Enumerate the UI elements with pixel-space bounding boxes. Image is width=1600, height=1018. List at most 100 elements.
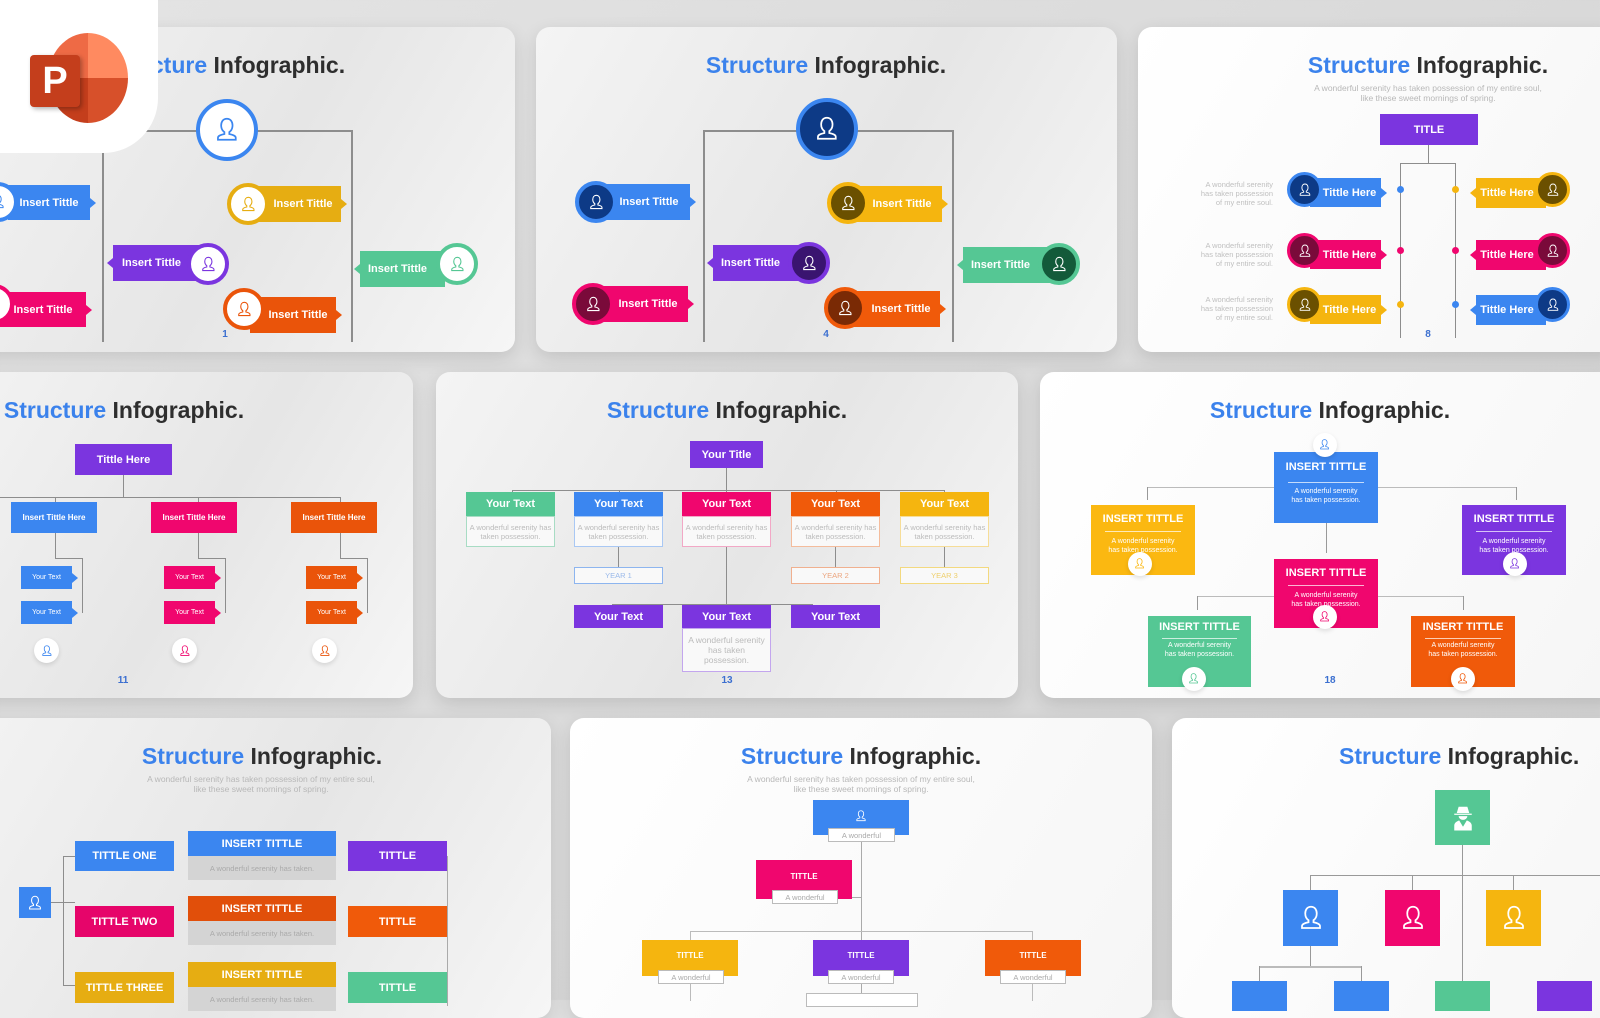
node-green-child: [1435, 981, 1490, 1011]
slide-title: Structure Infographic.: [606, 397, 848, 423]
person-icon: [0, 295, 3, 313]
connector-dot: [1452, 186, 1459, 193]
node-blue-child: [1334, 981, 1389, 1011]
person-icon: [1297, 243, 1313, 259]
spy-icon: [1448, 803, 1478, 833]
connector-line: [1513, 875, 1514, 890]
node-yellow: [1486, 890, 1541, 946]
connector-dot: [1452, 301, 1459, 308]
person-icon: [1545, 243, 1561, 259]
branch-blue: Insert Tittle Here: [11, 502, 97, 533]
node-green: Insert Tittle: [354, 251, 445, 287]
node-purple: Your Text: [791, 605, 880, 628]
node-label: A wonderful: [828, 970, 894, 984]
slide-subtitle: A wonderful serenity has taken possessio…: [747, 774, 975, 794]
node-yellow: Your Text: [900, 492, 989, 516]
sub-item: Your Text: [21, 601, 78, 624]
node-pink: [1385, 890, 1440, 946]
person-icon: [178, 644, 192, 658]
connector-line: [1463, 596, 1464, 610]
person-icon: [812, 114, 842, 144]
person-icon: [1297, 297, 1313, 313]
node-label: A wonderful: [1000, 970, 1066, 984]
connector-line: [618, 547, 619, 567]
mid-description: A wonderful serenity has taken.: [188, 856, 336, 880]
person-icon: [40, 644, 54, 658]
avatar-blue-right: [1535, 287, 1570, 322]
connector-line: [55, 533, 56, 558]
connector-line: [63, 985, 75, 986]
avatar-pink: [572, 283, 614, 325]
connector-line: [123, 475, 124, 497]
person-icon: [839, 194, 858, 213]
avatar-orange: [1451, 667, 1475, 691]
person-icon: [1318, 610, 1331, 623]
avatar-pink: [172, 638, 197, 663]
avatar-purple: [788, 242, 830, 284]
node-pink: Tittle Here: [1310, 240, 1387, 269]
node-blue: Tittle Here: [1310, 178, 1387, 207]
connector-line: [1310, 875, 1600, 876]
slide-thumbnail-11[interactable]: [0, 372, 413, 698]
left-node-blue: TITTLE ONE: [75, 841, 174, 871]
year-label: YEAR 3: [900, 567, 989, 584]
branch-pink: Insert Tittle Here: [151, 502, 237, 533]
connector-line: [351, 130, 353, 342]
person-icon: [1456, 672, 1469, 685]
connector-line: [690, 931, 1032, 932]
mid-node-yellow: INSERT TITTLE: [188, 962, 336, 987]
connector-line: [944, 547, 945, 567]
connector-line: [1259, 966, 1260, 981]
page-number: 8: [1425, 329, 1431, 340]
powerpoint-logo-letter: P: [30, 55, 80, 107]
avatar-yellow: [1128, 552, 1152, 576]
branch-orange: Insert Tittle Here: [291, 502, 377, 533]
person-icon: [212, 115, 242, 145]
connector-line: [1428, 145, 1429, 163]
right-node-green: TITTLE: [348, 972, 447, 1003]
mid-description: A wonderful serenity has taken.: [188, 921, 336, 945]
node-description: A wonderful serenity has taken possessio…: [682, 516, 771, 547]
connector-line: [63, 856, 64, 986]
mid-description: A wonderful serenity has taken.: [188, 987, 336, 1011]
person-icon: [1297, 182, 1313, 198]
page-number: 18: [1324, 675, 1336, 686]
slide-subtitle: A wonderful serenity has taken possessio…: [147, 774, 375, 794]
node-blue-child: [1232, 981, 1287, 1011]
node-pink: Insert Tittle: [0, 292, 92, 327]
person-icon: [1318, 438, 1331, 451]
node-blue: Your Text: [574, 492, 663, 516]
connector-line: [367, 558, 368, 613]
avatar-blue: [1287, 172, 1322, 207]
connector-line: [198, 533, 199, 558]
sub-item: Your Text: [306, 566, 363, 589]
avatar-green: [436, 243, 478, 285]
node-description: A wonderful serenity has taken possessio…: [466, 516, 555, 547]
connector-line: [447, 856, 448, 1006]
node-label: [806, 993, 918, 1007]
node-description: A wonderful serenity has taken possessio…: [574, 516, 663, 547]
connector-line: [944, 490, 945, 493]
connector-line: [55, 497, 56, 503]
right-node-purple: TITTLE: [348, 841, 447, 871]
connector-line: [512, 490, 944, 491]
connector-line: [225, 558, 226, 613]
person-icon: [235, 300, 254, 319]
connector-dot: [1397, 247, 1404, 254]
slide-thumbnail-9[interactable]: [1172, 718, 1600, 1018]
connector-line: [82, 558, 83, 613]
connector-line: [512, 490, 513, 493]
mid-node-orange: INSERT TITTLE: [188, 896, 336, 921]
connector-line: [952, 130, 954, 342]
person-icon: [1187, 672, 1200, 685]
left-node-pink: TITTLE TWO: [75, 906, 174, 937]
connector-line: [612, 604, 813, 605]
avatar-orange: [312, 638, 337, 663]
slide-title: Structure Infographic.: [1209, 397, 1451, 423]
slide-title: Structure Infographic.: [1339, 743, 1580, 769]
page-number: 13: [721, 675, 733, 686]
avatar-orange: [824, 287, 866, 329]
mid-node-blue: INSERT TITTLE: [188, 831, 336, 856]
connector-line: [1147, 487, 1148, 500]
